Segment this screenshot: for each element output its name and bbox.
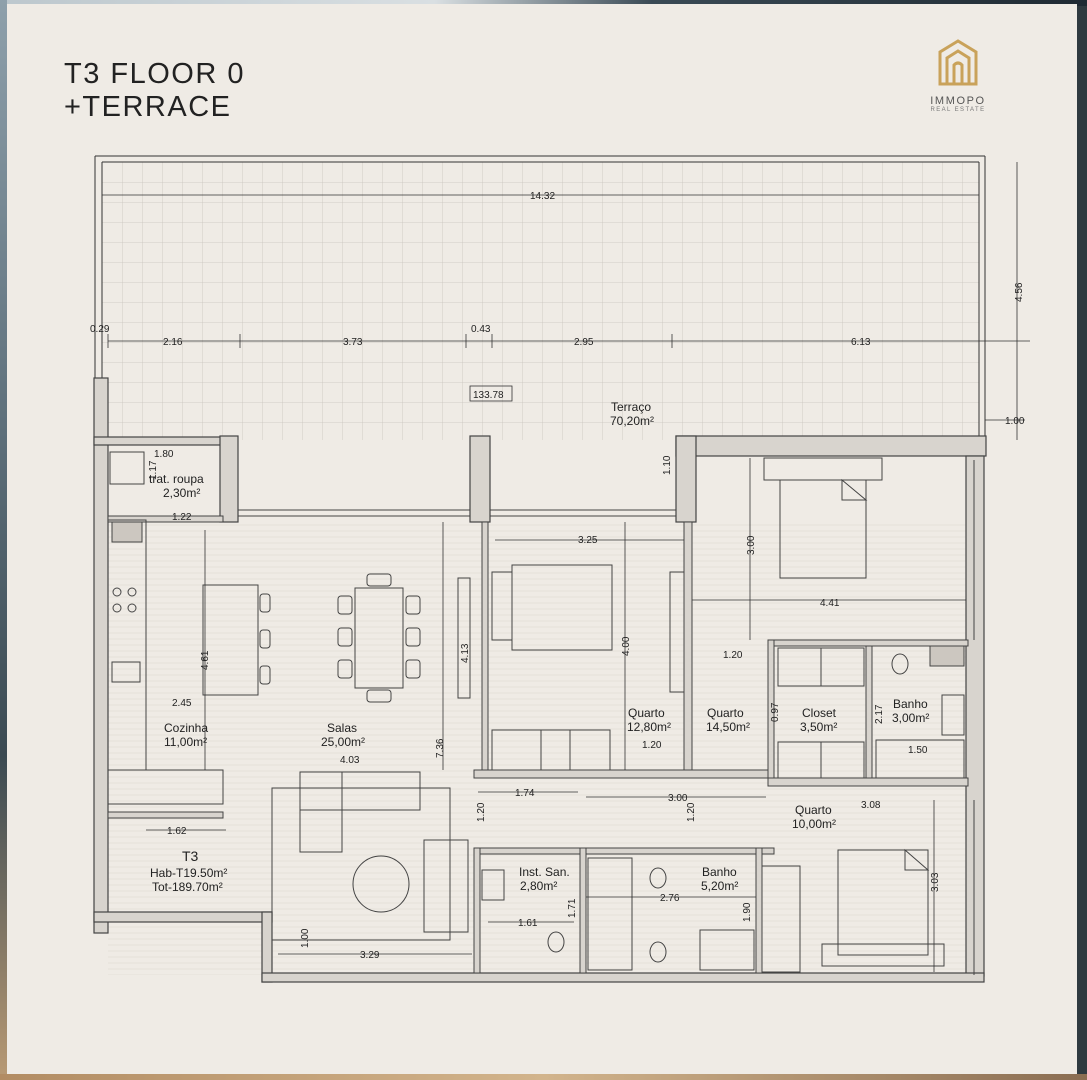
dim-2-76: 2.76 — [660, 893, 680, 904]
dim-1-00-a: 1.00 — [1005, 416, 1025, 427]
dimension-labels: 14.32 4.56 0.29 2.16 3.73 0.43 2.95 6.13… — [90, 191, 1025, 961]
logo-brand-name: IMMOPO — [930, 95, 986, 107]
bathroom-2-fixtures — [481, 857, 755, 971]
title-line-2: +TERRACE — [64, 91, 232, 123]
interior-walls — [107, 515, 969, 974]
dim-2-45: 2.45 — [172, 698, 192, 709]
dim-1-20-d: 1.20 — [686, 802, 697, 822]
dim-3-73: 3.73 — [343, 337, 363, 348]
room-banho2-area: 5,20m² — [701, 879, 738, 893]
brand-logo: IMMOPO REAL ESTATE — [918, 38, 998, 113]
bedroom-2-furniture — [763, 457, 883, 779]
terrace-box-value: 133.78 — [473, 390, 504, 401]
dim-1-10: 1.10 — [662, 455, 673, 475]
dim-1-20-c: 1.20 — [476, 802, 487, 822]
room-quarto3-name: Quarto — [795, 803, 832, 817]
room-cozinha-area: 11,00m² — [164, 735, 207, 749]
room-quarto1-area: 12,80m² — [627, 720, 671, 734]
room-inst-san-name: Inst. San. — [519, 865, 570, 879]
terrace-box-frame — [469, 385, 513, 402]
dim-1-90: 1.90 — [742, 902, 753, 922]
room-terraco-area: 70,20m² — [610, 414, 654, 428]
room-terraco-name: Terraço — [611, 400, 651, 414]
summary-type: T3 — [182, 848, 199, 864]
dim-4-03: 4.03 — [340, 755, 360, 766]
kitchen-counter — [107, 451, 224, 805]
dim-6-13: 6.13 — [851, 337, 871, 348]
room-labels: Terraço 70,20m² trat. roupa 2,30m² Cozin… — [149, 400, 929, 894]
summary-tot: Tot-189.70m² — [152, 880, 223, 894]
room-closet-area: 3,50m² — [800, 720, 837, 734]
title-line-1: T3 FLOOR 0 — [64, 58, 245, 90]
bedroom-1-furniture — [491, 564, 685, 771]
dim-0-29: 0.29 — [90, 324, 110, 335]
dim-4-56: 4.56 — [1014, 282, 1025, 302]
dim-4-41: 4.41 — [820, 598, 840, 609]
exterior-walls — [93, 377, 987, 983]
dim-1-74: 1.74 — [515, 788, 535, 799]
dim-3-25: 3.25 — [578, 535, 598, 546]
room-quarto3-area: 10,00m² — [792, 817, 836, 831]
dim-4-13: 4.13 — [460, 643, 471, 663]
room-quarto2-name: Quarto — [707, 706, 744, 720]
interior-floor — [108, 520, 976, 975]
dim-1-22: 1.22 — [172, 512, 192, 523]
dimension-lines — [102, 162, 1030, 972]
room-banho2-name: Banho — [702, 865, 737, 879]
bathroom-1-fixtures — [875, 645, 965, 779]
room-closet-name: Closet — [802, 706, 837, 720]
dim-7-36: 7.36 — [435, 738, 446, 758]
dim-2-16: 2.16 — [163, 337, 183, 348]
bedroom-3-furniture — [761, 848, 945, 973]
dim-0-43: 0.43 — [471, 324, 491, 335]
dim-1-50: 1.50 — [908, 745, 928, 756]
dim-2-95: 2.95 — [574, 337, 594, 348]
dim-1-80: 1.80 — [154, 449, 174, 460]
dim-1-61: 1.61 — [518, 918, 538, 929]
logo-subtitle: REAL ESTATE — [930, 107, 986, 113]
room-salas-area: 25,00m² — [321, 735, 365, 749]
dim-1-71: 1.71 — [567, 898, 578, 918]
room-banho1-name: Banho — [893, 697, 928, 711]
dim-4-00: 4.00 — [621, 636, 632, 656]
room-inst-san-area: 2,80m² — [520, 879, 557, 893]
dim-1-62: 1.62 — [167, 826, 187, 837]
background-strip-bottom — [0, 1074, 1087, 1080]
dim-3-29: 3.29 — [360, 950, 380, 961]
dim-3-08: 3.08 — [861, 800, 881, 811]
page-title: T3 FLOOR 0 +TERRACE — [64, 58, 245, 124]
background-strip-left — [0, 0, 7, 1080]
dining-furniture — [202, 573, 421, 703]
dim-1-20-b: 1.20 — [642, 740, 662, 751]
room-trat-roupa-name: trat. roupa — [149, 472, 204, 486]
dim-3-00-a: 3.00 — [746, 535, 757, 555]
dim-3-00-b: 3.00 — [668, 793, 688, 804]
dim-3-03: 3.03 — [930, 872, 941, 892]
window-lines — [238, 460, 975, 975]
dim-1-20-a: 1.20 — [723, 650, 743, 661]
dim-0-97: 0.97 — [770, 702, 781, 722]
room-cozinha-name: Cozinha — [164, 721, 208, 735]
living-furniture — [271, 577, 471, 941]
room-banho1-area: 3,00m² — [892, 711, 929, 725]
room-quarto1-name: Quarto — [628, 706, 665, 720]
summary-hab: Hab-T19.50m² — [150, 866, 227, 880]
house-shield-icon — [938, 39, 978, 86]
room-trat-roupa-area: 2,30m² — [163, 486, 200, 500]
dim-14-32: 14.32 — [530, 191, 555, 202]
dim-1-00-b: 1.00 — [300, 928, 311, 948]
dim-4-61: 4.61 — [200, 650, 211, 670]
background-strip-top — [0, 0, 1087, 6]
room-quarto2-area: 14,50m² — [706, 720, 750, 734]
dim-2-17: 2.17 — [874, 704, 885, 724]
room-salas-name: Salas — [327, 721, 357, 735]
dim-1-17: 1.17 — [148, 460, 159, 480]
